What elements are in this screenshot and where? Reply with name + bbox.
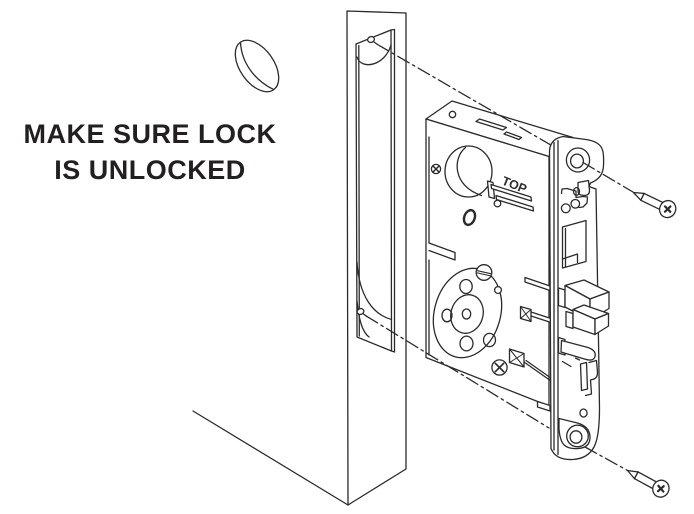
anti-friction-latch — [572, 304, 610, 336]
mounting-screw-top — [632, 191, 677, 219]
alignment-line-bottom-outer — [584, 446, 628, 471]
pocket-top-bore-arc — [356, 44, 392, 66]
faceplate-screw-hole-bottom — [558, 417, 591, 450]
latch-bracket-upper — [557, 287, 566, 309]
instruction-text: MAKE SURE LOCK IS UNLOCKED — [0, 116, 300, 188]
alignment-line-bottom — [365, 315, 550, 429]
deadlatch-cutout — [560, 187, 589, 214]
pocket-bottom-bore-arc-2 — [356, 300, 370, 338]
alignment-line-top — [376, 43, 576, 160]
phillips-icon — [663, 205, 672, 213]
pocket-bottom-bore-arc — [356, 261, 393, 321]
mounting-screw-bottom — [626, 469, 670, 498]
faceplate-pin-hole-bottom — [579, 408, 588, 418]
case-screw-lower — [491, 359, 508, 376]
case-top-step — [503, 131, 523, 141]
small-hole-2 — [493, 285, 503, 295]
phillips-icon — [656, 484, 665, 493]
deadbolt-cutout — [561, 357, 599, 397]
case-top-hole — [448, 110, 457, 119]
slide-bar-2 — [495, 194, 535, 212]
lug-hook-cutout — [577, 179, 591, 197]
mortise-pocket — [355, 28, 396, 353]
cylinder-hole — [444, 145, 493, 198]
case-top-slot — [475, 118, 508, 131]
slide-bar-1 — [490, 183, 533, 202]
deadlatch-pin — [560, 339, 596, 361]
faceplate-screw-hole-top — [565, 147, 591, 173]
unlocked-cylinder-disc-icon — [234, 39, 280, 93]
obround-hole — [462, 208, 477, 227]
instruction-line-2: IS UNLOCKED — [54, 155, 246, 185]
case-screw-upper-left — [430, 163, 442, 175]
spindle-hole — [461, 308, 472, 320]
pocket-screw-hole-top — [366, 35, 376, 44]
latch-bolt — [564, 279, 610, 321]
alignment-line-top-outer — [582, 161, 634, 193]
faceplate — [548, 135, 610, 461]
instruction-line-1: MAKE SURE LOCK — [23, 119, 277, 149]
armored-front-opening — [561, 219, 587, 269]
door-front-bottom-edge — [192, 410, 349, 506]
lock-body: TOP — [425, 100, 574, 412]
case-edge-notch — [428, 242, 456, 261]
latch-bracket-lower — [565, 310, 574, 330]
door-edge — [192, 10, 407, 506]
latch-mechanism-parts — [508, 276, 554, 412]
pocket-screw-hole-bottom — [356, 307, 365, 316]
slotted-screw — [475, 264, 493, 281]
